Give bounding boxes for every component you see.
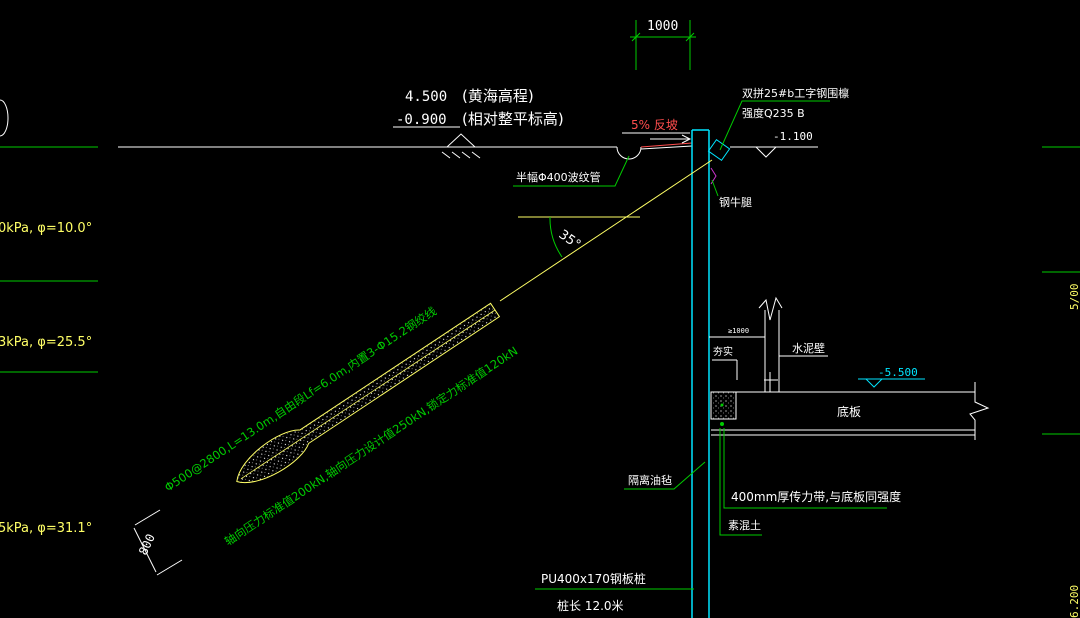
top-dimension — [630, 20, 696, 70]
elevation-rel-note: (相对整平标高) — [462, 110, 564, 128]
bracket-label: 钢牛腿 — [719, 195, 752, 209]
elevation-abs-note: (黄海高程) — [462, 87, 534, 105]
waler-elevation: -1.100 — [773, 130, 813, 143]
drain-pipe-symbol — [616, 146, 642, 160]
strip-marker — [720, 422, 724, 426]
soil-layer-1-label: 0kPa, φ=10.0° — [0, 221, 92, 236]
right-edge-lines — [1042, 146, 1080, 435]
base-slab-label: 底板 — [837, 404, 861, 419]
bracket-leader — [711, 179, 719, 197]
slope-surface-b — [640, 145, 693, 150]
oil-felt-leader — [624, 461, 706, 490]
waler-elevation-marker — [755, 146, 777, 158]
drain-pipe-label: 半幅Φ400波纹管 — [516, 170, 601, 184]
elevation-marker — [393, 126, 481, 159]
strip-label: 400mm厚传力带,与底板同强度 — [731, 489, 901, 504]
slab-break-line — [969, 382, 990, 440]
oil-felt-label: 隔离油毡 — [628, 473, 672, 487]
gap-dimension: ≥1000 — [728, 327, 749, 335]
sheet-pile — [691, 129, 710, 618]
top-dimension-text: 1000 — [647, 19, 678, 34]
right-edge-top-text: 5/00 — [1068, 284, 1080, 311]
strip-marker-b — [720, 403, 724, 407]
slope-surface — [640, 142, 693, 148]
waler-leader — [719, 100, 830, 151]
slope-arrow — [650, 134, 692, 144]
bracket — [710, 167, 717, 185]
right-edge-bottom-text: 6.200 — [1068, 585, 1080, 618]
anchor-body — [236, 302, 501, 484]
water-stop-wall-label: 水泥壁 — [792, 341, 825, 355]
anchor-spec: Φ500@2800,L=13.0m,自由段Lf=6.0m,内置3-Φ15.2钢绞… — [162, 304, 439, 495]
section-circle — [0, 99, 9, 137]
pile-length-label: 桩长 12.0米 — [557, 598, 624, 613]
plain-concrete-leader — [719, 428, 762, 536]
soil-layer-3-label: 5kPa, φ=31.1° — [0, 521, 92, 536]
plain-concrete-label: 素混土 — [728, 519, 761, 532]
soil-layer-lines — [0, 146, 98, 373]
anchor-diameter-dimension — [133, 509, 183, 576]
slab-elevation: -5.500 — [878, 366, 918, 379]
anchor-diameter: 800 — [136, 532, 158, 558]
strip-leader — [723, 428, 887, 509]
anchor-free-length — [499, 159, 713, 302]
sheet-pile-label: PU400x170钢板桩 — [541, 571, 646, 586]
waler-label: 双拼25#b工字钢围檩 — [742, 86, 849, 100]
slope-label: 5% 反坡 — [631, 118, 678, 132]
water-stop-wall — [758, 296, 783, 392]
angle-arc — [549, 216, 563, 258]
soil-layer-2-label: 3kPa, φ=25.5° — [0, 335, 92, 350]
elevation-abs: 4.500 — [405, 89, 447, 105]
elevation-rel: -0.900 — [396, 112, 447, 128]
slab-elevation-marker — [865, 378, 883, 388]
transfer-strip — [710, 391, 737, 420]
waler-beam — [707, 138, 731, 162]
waler-material: 强度Q235 B — [742, 106, 805, 120]
drain-pipe-leader — [513, 155, 630, 187]
backfill-top-label: 夯实 — [713, 345, 733, 358]
